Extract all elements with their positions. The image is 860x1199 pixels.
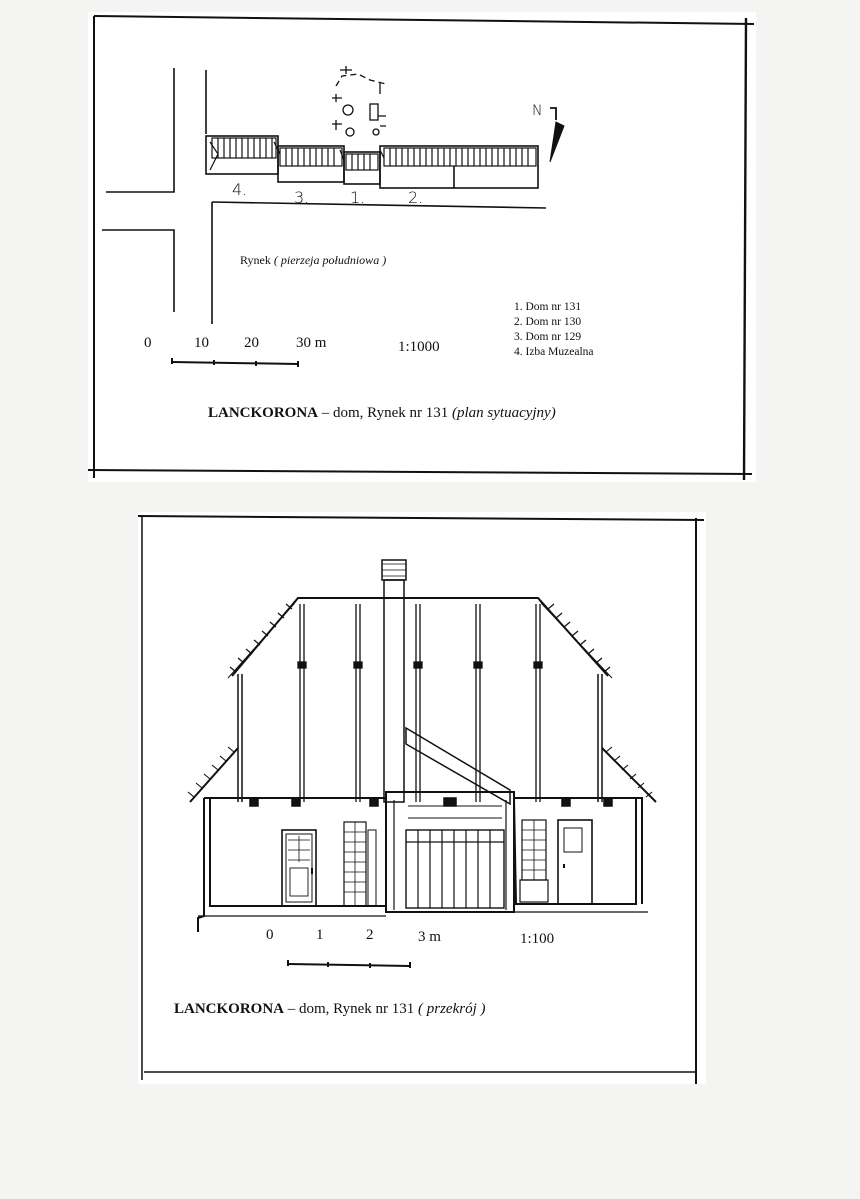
scale-ratio: 1:1000 <box>398 339 440 355</box>
left-door <box>281 829 317 907</box>
scale-tick-label: 0 <box>144 335 152 351</box>
caption-title: LANCKORONA <box>208 405 319 421</box>
caption-text: – dom, Rynek nr 131 <box>284 1001 418 1017</box>
legend-item: 3. Dom nr 129 <box>514 331 582 343</box>
lot-number-2: 2. <box>408 188 424 207</box>
section-sheet: 0 1 2 3 m 1:100 LANCKORONA – dom, Rynek … <box>138 512 706 1084</box>
site-plan-sheet: 4. 3. 1. 2. Rynek ( pierzeja południowa … <box>88 12 756 482</box>
legend-item: 4. Izba Muzealna <box>514 346 594 358</box>
legend: 1. Dom nr 131 2. Dom nr 130 3. Dom nr 12… <box>514 300 594 360</box>
chimney <box>381 559 407 803</box>
section-drawing <box>138 515 705 1084</box>
scale-tick-label: 1 <box>316 927 324 943</box>
courtyard-sketch <box>332 66 387 137</box>
right-door <box>557 819 593 905</box>
scale-tick-label: 0 <box>266 927 274 943</box>
legend-item: 1. Dom nr 131 <box>514 301 582 313</box>
street-label: Rynek ( pierzeja południowa ) <box>240 254 386 266</box>
scale-ratio: 1:100 <box>520 931 555 947</box>
north-label: N <box>532 103 543 119</box>
section-caption: LANCKORONA – dom, Rynek nr 131 ( przekró… <box>174 1002 486 1017</box>
site-plan-caption: LANCKORONA – dom, Rynek nr 131 (plan syt… <box>208 406 556 421</box>
lot-number-3: 3. <box>294 188 310 207</box>
scale-tick-label: 10 <box>194 335 209 351</box>
caption-subtitle: ( przekrój ) <box>418 1001 486 1017</box>
legend-item: 2. Dom nr 130 <box>514 316 582 328</box>
scale-tick-label: 2 <box>366 927 374 943</box>
roof-hatching <box>209 137 537 171</box>
lot-number-1: 1. <box>350 188 366 207</box>
caption-title: LANCKORONA <box>174 1001 285 1017</box>
ground-floor <box>197 791 648 932</box>
street-label-name: Rynek <box>240 253 271 267</box>
caption-text: – dom, Rynek nr 131 <box>318 405 452 421</box>
lot-number-4: 4. <box>232 180 248 199</box>
caption-subtitle: (plan sytuacyjny) <box>452 405 556 421</box>
scale-bar <box>171 358 299 367</box>
scale-tick-label: 30 m <box>296 335 327 351</box>
street-label-note: ( pierzeja południowa ) <box>273 253 387 267</box>
roof-posts <box>297 604 543 802</box>
scale-tick-label: 20 <box>244 335 259 351</box>
north-arrow-icon <box>549 107 565 163</box>
roof <box>187 597 657 803</box>
site-plan-drawing <box>88 15 755 481</box>
diagonal-beam <box>405 726 511 806</box>
scale-bar <box>287 960 411 968</box>
scale-tick-label: 3 m <box>418 929 441 945</box>
